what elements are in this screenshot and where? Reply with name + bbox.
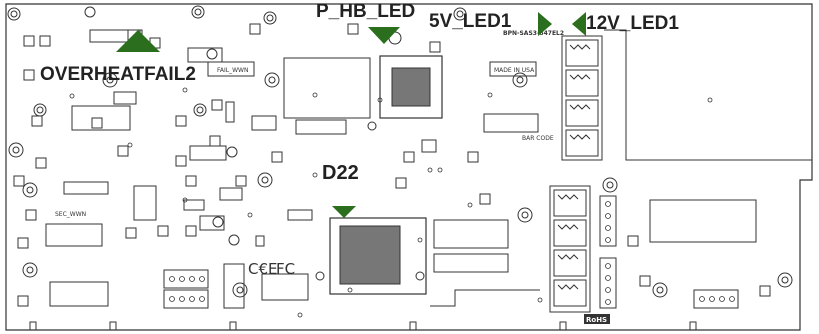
d22-callout: D22 [322, 162, 359, 184]
small-components [13, 23, 771, 307]
rohs-badge [584, 314, 610, 324]
overheatfail2-pointer [116, 30, 160, 52]
made-in-usa-label: MADE IN USA [494, 67, 535, 74]
fcc-mark: FC [276, 260, 295, 278]
sec-warn-label: SEC_WWN [55, 211, 86, 218]
mounting-holes [7, 5, 793, 298]
edge-notches [29, 321, 697, 330]
board-model-label: BPN-SAS3-847EL2 [503, 30, 564, 37]
connector-pins [169, 201, 735, 305]
ce-mark: C€E [248, 260, 278, 278]
right-edge-slot [604, 29, 812, 161]
board-outline [5, 3, 813, 331]
overheatfail2-callout: OVERHEATFAIL2 [40, 64, 196, 85]
12v-led1-callout: 12V_LED1 [586, 13, 679, 34]
lower-trace-outline [430, 289, 540, 307]
main-chip-upper [283, 55, 443, 135]
bar-code-label: BAR CODE [522, 135, 554, 142]
power-connectors [163, 195, 739, 309]
d22-pointer [332, 206, 356, 218]
5v-led1-callout: 5V_LED1 [429, 11, 512, 32]
fail-warn-label: FAIL_WWN [217, 67, 248, 74]
sas-connectors-upper [561, 35, 603, 161]
5v-led1-pointer [538, 12, 552, 36]
silkscreen-boxes [45, 29, 757, 309]
p-hb-led-pointer [368, 27, 400, 44]
vias [69, 87, 713, 318]
main-chip-lower [315, 217, 509, 295]
12v-led1-pointer [572, 12, 586, 36]
rohs-label: RoHS [586, 316, 607, 324]
sas-connectors-lower [549, 185, 591, 313]
p-hb-led-callout: P_HB_LED [316, 1, 416, 22]
